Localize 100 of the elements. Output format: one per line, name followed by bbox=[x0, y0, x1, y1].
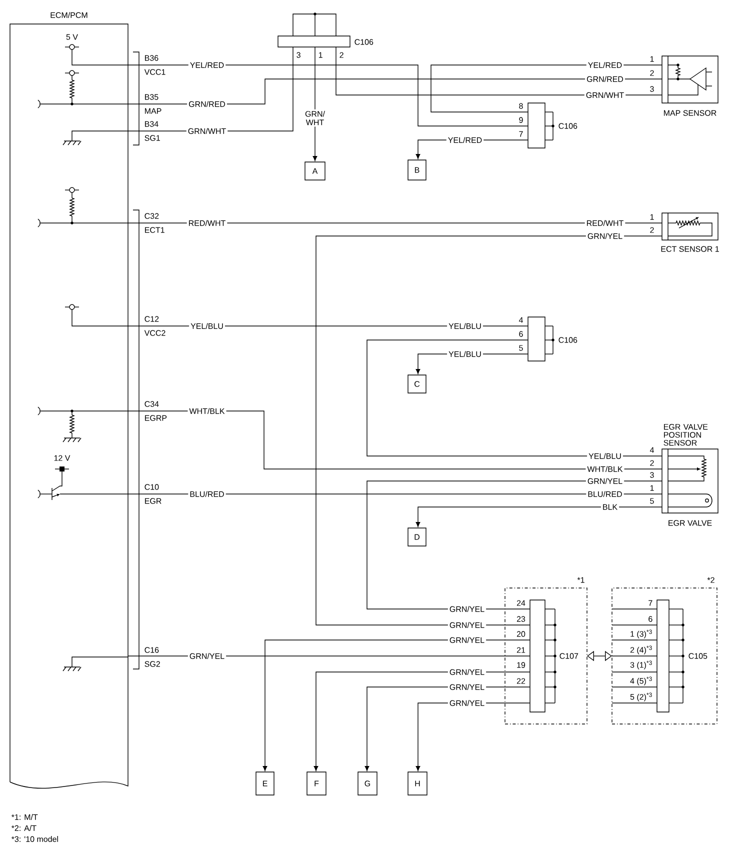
reference-box: G bbox=[358, 772, 378, 796]
footnote: *2: A/T bbox=[11, 825, 36, 831]
wire bbox=[316, 236, 662, 626]
reference-box: B bbox=[408, 160, 426, 180]
wire-label: GRN/YEL bbox=[448, 620, 486, 630]
pin-number: 6 bbox=[648, 616, 652, 622]
wire-label: YEL/BLU bbox=[447, 322, 483, 330]
pin-number: 3 bbox=[296, 52, 300, 58]
sensor-box: MAP SENSOR bbox=[662, 56, 718, 116]
wire-label: GRN/WHT bbox=[186, 126, 228, 136]
pin-name: C16 bbox=[144, 647, 159, 653]
wire-label: GRN/YEL bbox=[586, 232, 624, 240]
wire-label: YEL/RED bbox=[188, 60, 226, 70]
pin-number: 3 bbox=[650, 472, 654, 478]
wire-label: BLK bbox=[600, 502, 620, 512]
pin-number: 1 bbox=[650, 214, 654, 220]
voltage-label: 5 V bbox=[66, 34, 78, 40]
pin-number: 19 bbox=[517, 662, 526, 668]
pin-number: 1 bbox=[318, 52, 322, 58]
node-label: *2 bbox=[707, 577, 714, 583]
node-label: EGR VALVE bbox=[668, 520, 712, 526]
pin-name: C10 bbox=[144, 484, 159, 490]
connector: C106 bbox=[278, 12, 374, 48]
pin-name: C34 bbox=[144, 401, 159, 407]
pin-name: B34 bbox=[145, 121, 158, 127]
reference-box: C bbox=[408, 374, 426, 394]
pin-number: 6 bbox=[519, 331, 523, 337]
pin-number: 2 bbox=[650, 70, 654, 76]
pin-name: EGR bbox=[145, 498, 162, 504]
sensor-box: EGR VALVE POSITION SENSOR EGR VALVE bbox=[662, 424, 718, 526]
pin-number: 24 bbox=[516, 600, 526, 606]
wire-label: YEL/BLU bbox=[587, 452, 623, 460]
pin-number: 20 bbox=[516, 631, 526, 637]
pin-number: 4 bbox=[650, 447, 654, 453]
reference-box: A bbox=[304, 162, 326, 180]
pin-name: C32 bbox=[144, 213, 159, 219]
pin-number: 2 bbox=[340, 52, 344, 58]
wire-label: GRN/YEL bbox=[448, 604, 486, 614]
wire-label: YEL/BLU bbox=[189, 322, 225, 330]
pin-name: EGRP bbox=[145, 415, 167, 421]
pin-name: VCC2 bbox=[144, 330, 166, 336]
wire bbox=[430, 64, 662, 112]
pin-number: 22 bbox=[516, 678, 526, 684]
reference-box: E bbox=[256, 772, 274, 796]
wire bbox=[366, 340, 662, 456]
pin-number: 3 bbox=[650, 86, 654, 92]
wire-label: GRN/RED bbox=[187, 100, 227, 108]
node-label: C106 bbox=[558, 123, 578, 129]
pin-name: B35 bbox=[145, 94, 158, 100]
node-label: C105 bbox=[688, 653, 708, 659]
node-label: C107 bbox=[560, 653, 578, 659]
pin-number: 5 bbox=[519, 345, 523, 351]
pin-name: C12 bbox=[144, 316, 159, 322]
pin-name: SG2 bbox=[144, 661, 160, 667]
wire bbox=[314, 672, 530, 772]
pin-number: 1 (3)$^{*3}$ bbox=[630, 630, 652, 638]
node-label: MAP SENSOR bbox=[664, 110, 716, 116]
wire-label: GRN/YEL bbox=[448, 682, 486, 692]
wire-label: YEL/RED bbox=[446, 136, 484, 144]
pin-name: SG1 bbox=[144, 135, 160, 141]
wire-label: GRN/ WHT bbox=[302, 109, 328, 127]
pin-number: 5 bbox=[650, 498, 654, 504]
wire-label: GRN/RED bbox=[585, 74, 625, 84]
pin-name: B36 bbox=[145, 55, 158, 61]
pin-number: 1 bbox=[650, 485, 654, 491]
voltage-label: 12 V bbox=[54, 455, 70, 461]
wire-label: RED/WHT bbox=[584, 218, 626, 228]
pin-number: 2 bbox=[650, 460, 654, 466]
node-label: EGR VALVE POSITION SENSOR bbox=[664, 424, 708, 446]
pin-number: 3 (1)$^{*3}$ bbox=[630, 660, 652, 670]
pin-name: ECT1 bbox=[145, 227, 164, 233]
wire-label: GRN/WHT bbox=[584, 90, 626, 100]
node-label: ECT SENSOR 1 bbox=[661, 246, 719, 252]
wire-label: WHT/BLK bbox=[188, 406, 226, 416]
wire-label: RED/WHT bbox=[186, 218, 228, 228]
pin-number: 4 (5)$^{*3}$ bbox=[630, 676, 652, 686]
connector: C106 bbox=[528, 102, 578, 148]
reference-box: F bbox=[306, 772, 326, 796]
pin-number: 23 bbox=[516, 616, 526, 622]
wire bbox=[336, 46, 662, 96]
wire-label: BLU/RED bbox=[188, 490, 226, 498]
node-label: ECM/PCM bbox=[50, 12, 88, 18]
pin-number: 5 (2)$^{*3}$ bbox=[630, 692, 652, 702]
pin-number: 9 bbox=[519, 117, 523, 123]
wire-label: GRN/YEL bbox=[448, 636, 486, 644]
footnote: *3: '10 model bbox=[11, 836, 58, 842]
reference-box: D bbox=[408, 528, 426, 546]
reference-box: H bbox=[408, 772, 428, 796]
pin-number: 7 bbox=[648, 600, 652, 606]
sensor-box: ECT SENSOR 1 bbox=[661, 212, 719, 252]
node-label: *1 bbox=[577, 577, 584, 583]
node-label: C106 bbox=[354, 39, 374, 45]
double-arrow bbox=[587, 650, 612, 662]
pin-name: MAP bbox=[145, 108, 162, 114]
footnote: *1: M/T bbox=[11, 814, 38, 820]
pin-number: 7 bbox=[519, 131, 523, 137]
connector: C107 bbox=[530, 600, 578, 712]
wire-label: BLU/RED bbox=[586, 490, 624, 498]
wire-label: GRN/YEL bbox=[586, 476, 624, 486]
wire-label: YEL/BLU bbox=[447, 350, 483, 358]
